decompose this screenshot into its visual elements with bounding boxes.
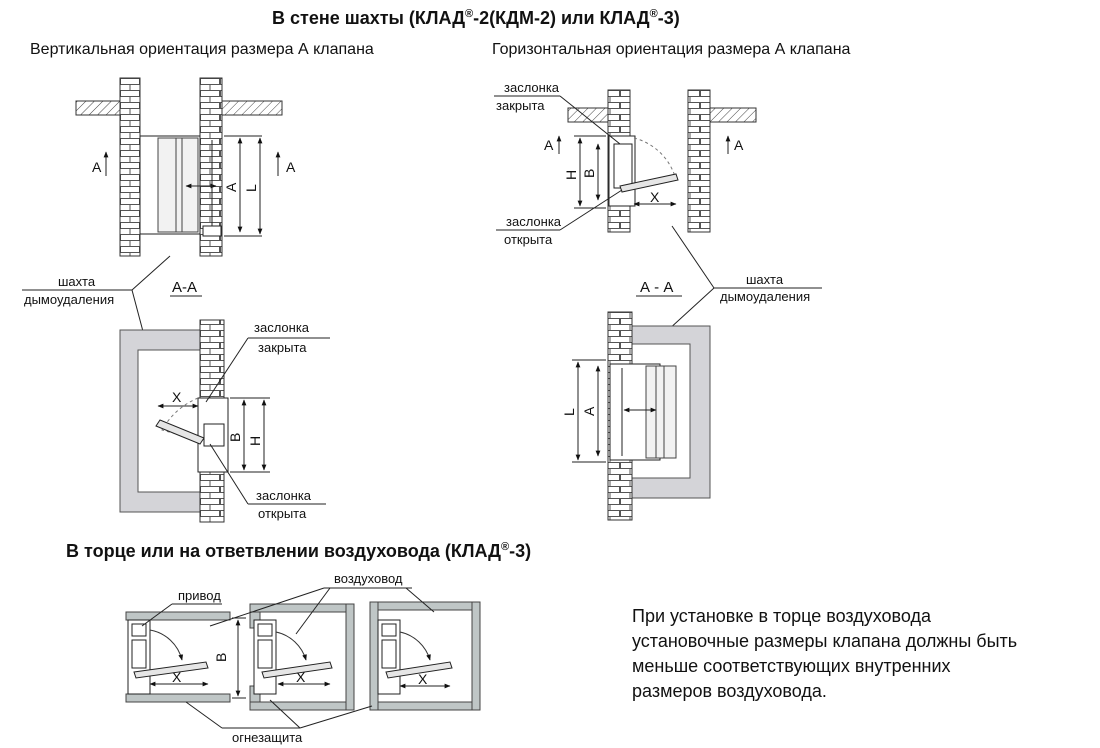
damper-blade: [157, 137, 199, 233]
section-mark-a: A: [544, 137, 554, 153]
dim-l: L: [561, 408, 577, 416]
label-shaft: дымоудаления: [24, 292, 114, 307]
title-shaft-wall: В стене шахты (КЛАД®-2(КДМ-2) или КЛАД®-…: [272, 8, 680, 28]
label-damper-open: заслонка: [506, 214, 562, 229]
label-fire-protection: огнезащита: [232, 730, 303, 745]
section-mark-a: A: [286, 159, 296, 175]
dim-h: H: [247, 436, 263, 446]
brick-wall: [687, 89, 711, 233]
section-label: А-А: [172, 279, 197, 296]
horizontal-orientation-drawing: X H B A A: [544, 89, 757, 233]
duct-end-installation-2: X: [249, 603, 355, 711]
label-drive: привод: [178, 588, 221, 603]
dim-x: X: [296, 669, 306, 685]
section-mark-a: A: [734, 137, 744, 153]
subtitle-horizontal: Горизонтальная ориентация размера А клап…: [492, 41, 851, 58]
damper-blade: [645, 365, 677, 459]
dim-x: X: [172, 389, 182, 405]
label-duct: воздуховод: [334, 571, 403, 586]
section-a-a-left: X B H: [119, 319, 270, 523]
dim-x: X: [172, 669, 182, 685]
brick-wall: [119, 77, 141, 257]
vertical-orientation-drawing: A L A A: [75, 77, 296, 257]
section-label: А - А: [640, 279, 673, 296]
floor-slab: [709, 107, 757, 123]
installation-note: При установке в торце воздуховода устано…: [632, 604, 1017, 704]
note-line: При установке в торце воздуховода: [632, 606, 932, 626]
label-damper-open: открыта: [504, 232, 553, 247]
duct-end-installation-1: X B: [125, 611, 246, 703]
label-shaft: шахта: [58, 274, 96, 289]
note-line: меньше соответствующих внутренних: [632, 656, 951, 676]
dim-x: X: [418, 671, 428, 687]
dim-l: L: [243, 184, 259, 192]
section-mark-a: A: [92, 159, 102, 175]
dim-b: B: [581, 169, 597, 178]
note-line: установочные размеры клапана должны быть: [632, 631, 1018, 651]
label-shaft: шахта: [746, 272, 784, 287]
label-damper-open: заслонка: [256, 488, 312, 503]
label-damper-open: открыта: [258, 506, 307, 521]
floor-slab: [221, 100, 283, 116]
dim-x: X: [650, 189, 660, 205]
label-damper-closed: заслонка: [254, 320, 310, 335]
dim-b: B: [213, 653, 229, 662]
label-damper-closed: закрыта: [496, 98, 545, 113]
floor-slab: [567, 107, 609, 123]
dim-a: A: [223, 182, 239, 192]
label-damper-closed: закрыта: [258, 340, 307, 355]
dim-h: H: [563, 170, 579, 180]
duct-end-installation-3: X: [369, 601, 481, 711]
title-duct-end: В торце или на ответвлении воздуховода (…: [66, 541, 532, 561]
section-a-a-right: L A: [561, 311, 711, 521]
dim-b: B: [227, 433, 243, 442]
floor-slab: [75, 100, 121, 116]
label-damper-closed: заслонка: [504, 80, 560, 95]
label-shaft: дымоудаления: [720, 289, 810, 304]
subtitle-vertical: Вертикальная ориентация размера А клапан…: [30, 41, 374, 58]
dim-a: A: [581, 406, 597, 416]
note-line: размеров воздуховода.: [632, 681, 827, 701]
